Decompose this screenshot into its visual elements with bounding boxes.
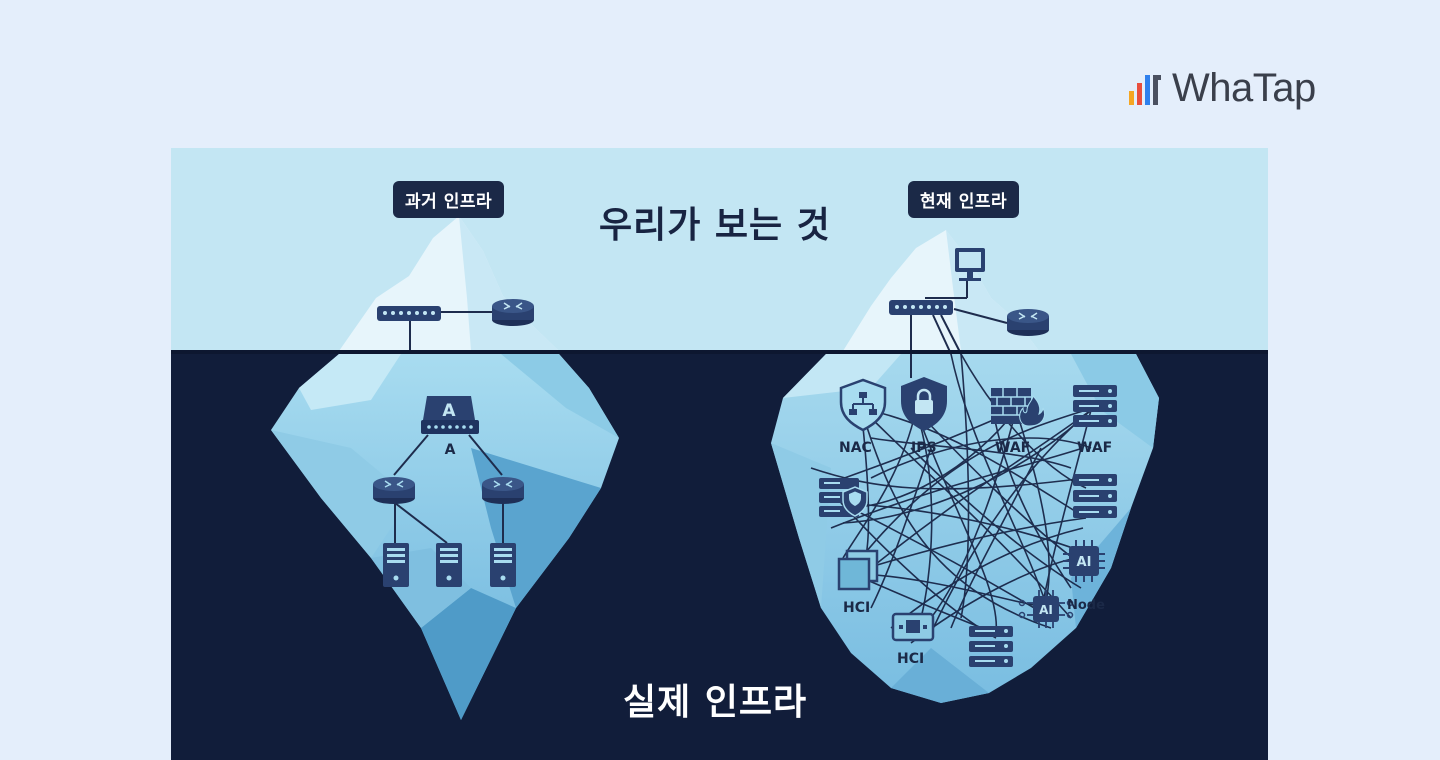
router-current-icon: [1007, 309, 1049, 336]
ai-node-chip-icon: AI: [1018, 590, 1074, 628]
below-water-title: 실제 인프라: [623, 682, 808, 723]
server-tower-icon: [436, 543, 462, 587]
server-tower-icons: [383, 543, 516, 587]
iceberg-scene: A A: [171, 148, 1268, 760]
firewall-icon: [991, 388, 1045, 427]
nac-label: NAC: [839, 440, 872, 456]
current-infra-tag: 현재 인프라: [908, 181, 1020, 218]
ips-lock-shield-icon: [901, 377, 947, 431]
iceberg-diagram: A A: [171, 148, 1268, 760]
whatap-bar-logo-icon: [1129, 75, 1161, 105]
server-rack-icon: [1073, 474, 1117, 518]
logo-bar-1: [1129, 91, 1134, 105]
secure-server-icon: [819, 478, 868, 517]
hci-stack-icon: [837, 549, 879, 591]
current-iceberg-facet-5: [891, 648, 989, 703]
past-links: [393, 311, 504, 544]
waf-firewall-label: WAF: [995, 440, 1030, 456]
logo-bar-2: [1137, 83, 1142, 105]
past-iceberg-tip-shade: [459, 216, 559, 351]
appliance-a-caption: A: [445, 442, 456, 458]
switch-icon: [377, 306, 441, 321]
server-tower-icon: [383, 543, 409, 587]
appliance-a-icon: A: [421, 396, 479, 434]
switch-current-icon: [889, 300, 953, 315]
router-right-icon: [482, 477, 524, 504]
logo-bar-3: [1145, 75, 1150, 105]
past-infra-tag: 과거 인프라: [393, 181, 505, 218]
hci-bottom-label: HCI: [897, 651, 924, 667]
nac-shield-network-icon: [839, 378, 887, 432]
sky-area: [171, 148, 1268, 352]
above-water-title: 우리가 보는 것: [599, 205, 831, 246]
waterline: [171, 350, 1268, 354]
whatap-logo: WhaTap: [1128, 64, 1316, 112]
router-icon: [492, 299, 534, 326]
hci-left-label: HCI: [843, 600, 870, 616]
ai-node-chip-text: AI: [1039, 603, 1053, 617]
bottom-server-rack-icon: [969, 626, 1013, 667]
waf-server-rack-icon: [1073, 385, 1117, 427]
past-iceberg-facet-3: [271, 430, 411, 558]
ai-chip-icon: AI: [1063, 540, 1105, 582]
ai-node-caption: Node: [1067, 598, 1105, 613]
hci-server-icon: [891, 612, 935, 642]
past-iceberg-facet-5: [421, 588, 516, 720]
monitor-icon: [955, 248, 985, 281]
current-top-links: [910, 278, 1008, 378]
brand-name: WhaTap: [1172, 65, 1316, 110]
logo-bar-5: [1153, 75, 1158, 105]
ips-label: IPS: [911, 440, 937, 456]
past-iceberg-facet-1: [299, 354, 401, 410]
appliance-a-letter: A: [442, 401, 456, 421]
router-left-icon: [373, 477, 415, 504]
server-tower-icon: [490, 543, 516, 587]
waf-server-label: WAF: [1077, 440, 1112, 456]
past-iceberg-underwater: [271, 354, 619, 720]
past-iceberg-facet-2: [501, 354, 619, 438]
current-iceberg-facet-3: [771, 443, 831, 608]
ai-chip-text: AI: [1077, 555, 1092, 570]
